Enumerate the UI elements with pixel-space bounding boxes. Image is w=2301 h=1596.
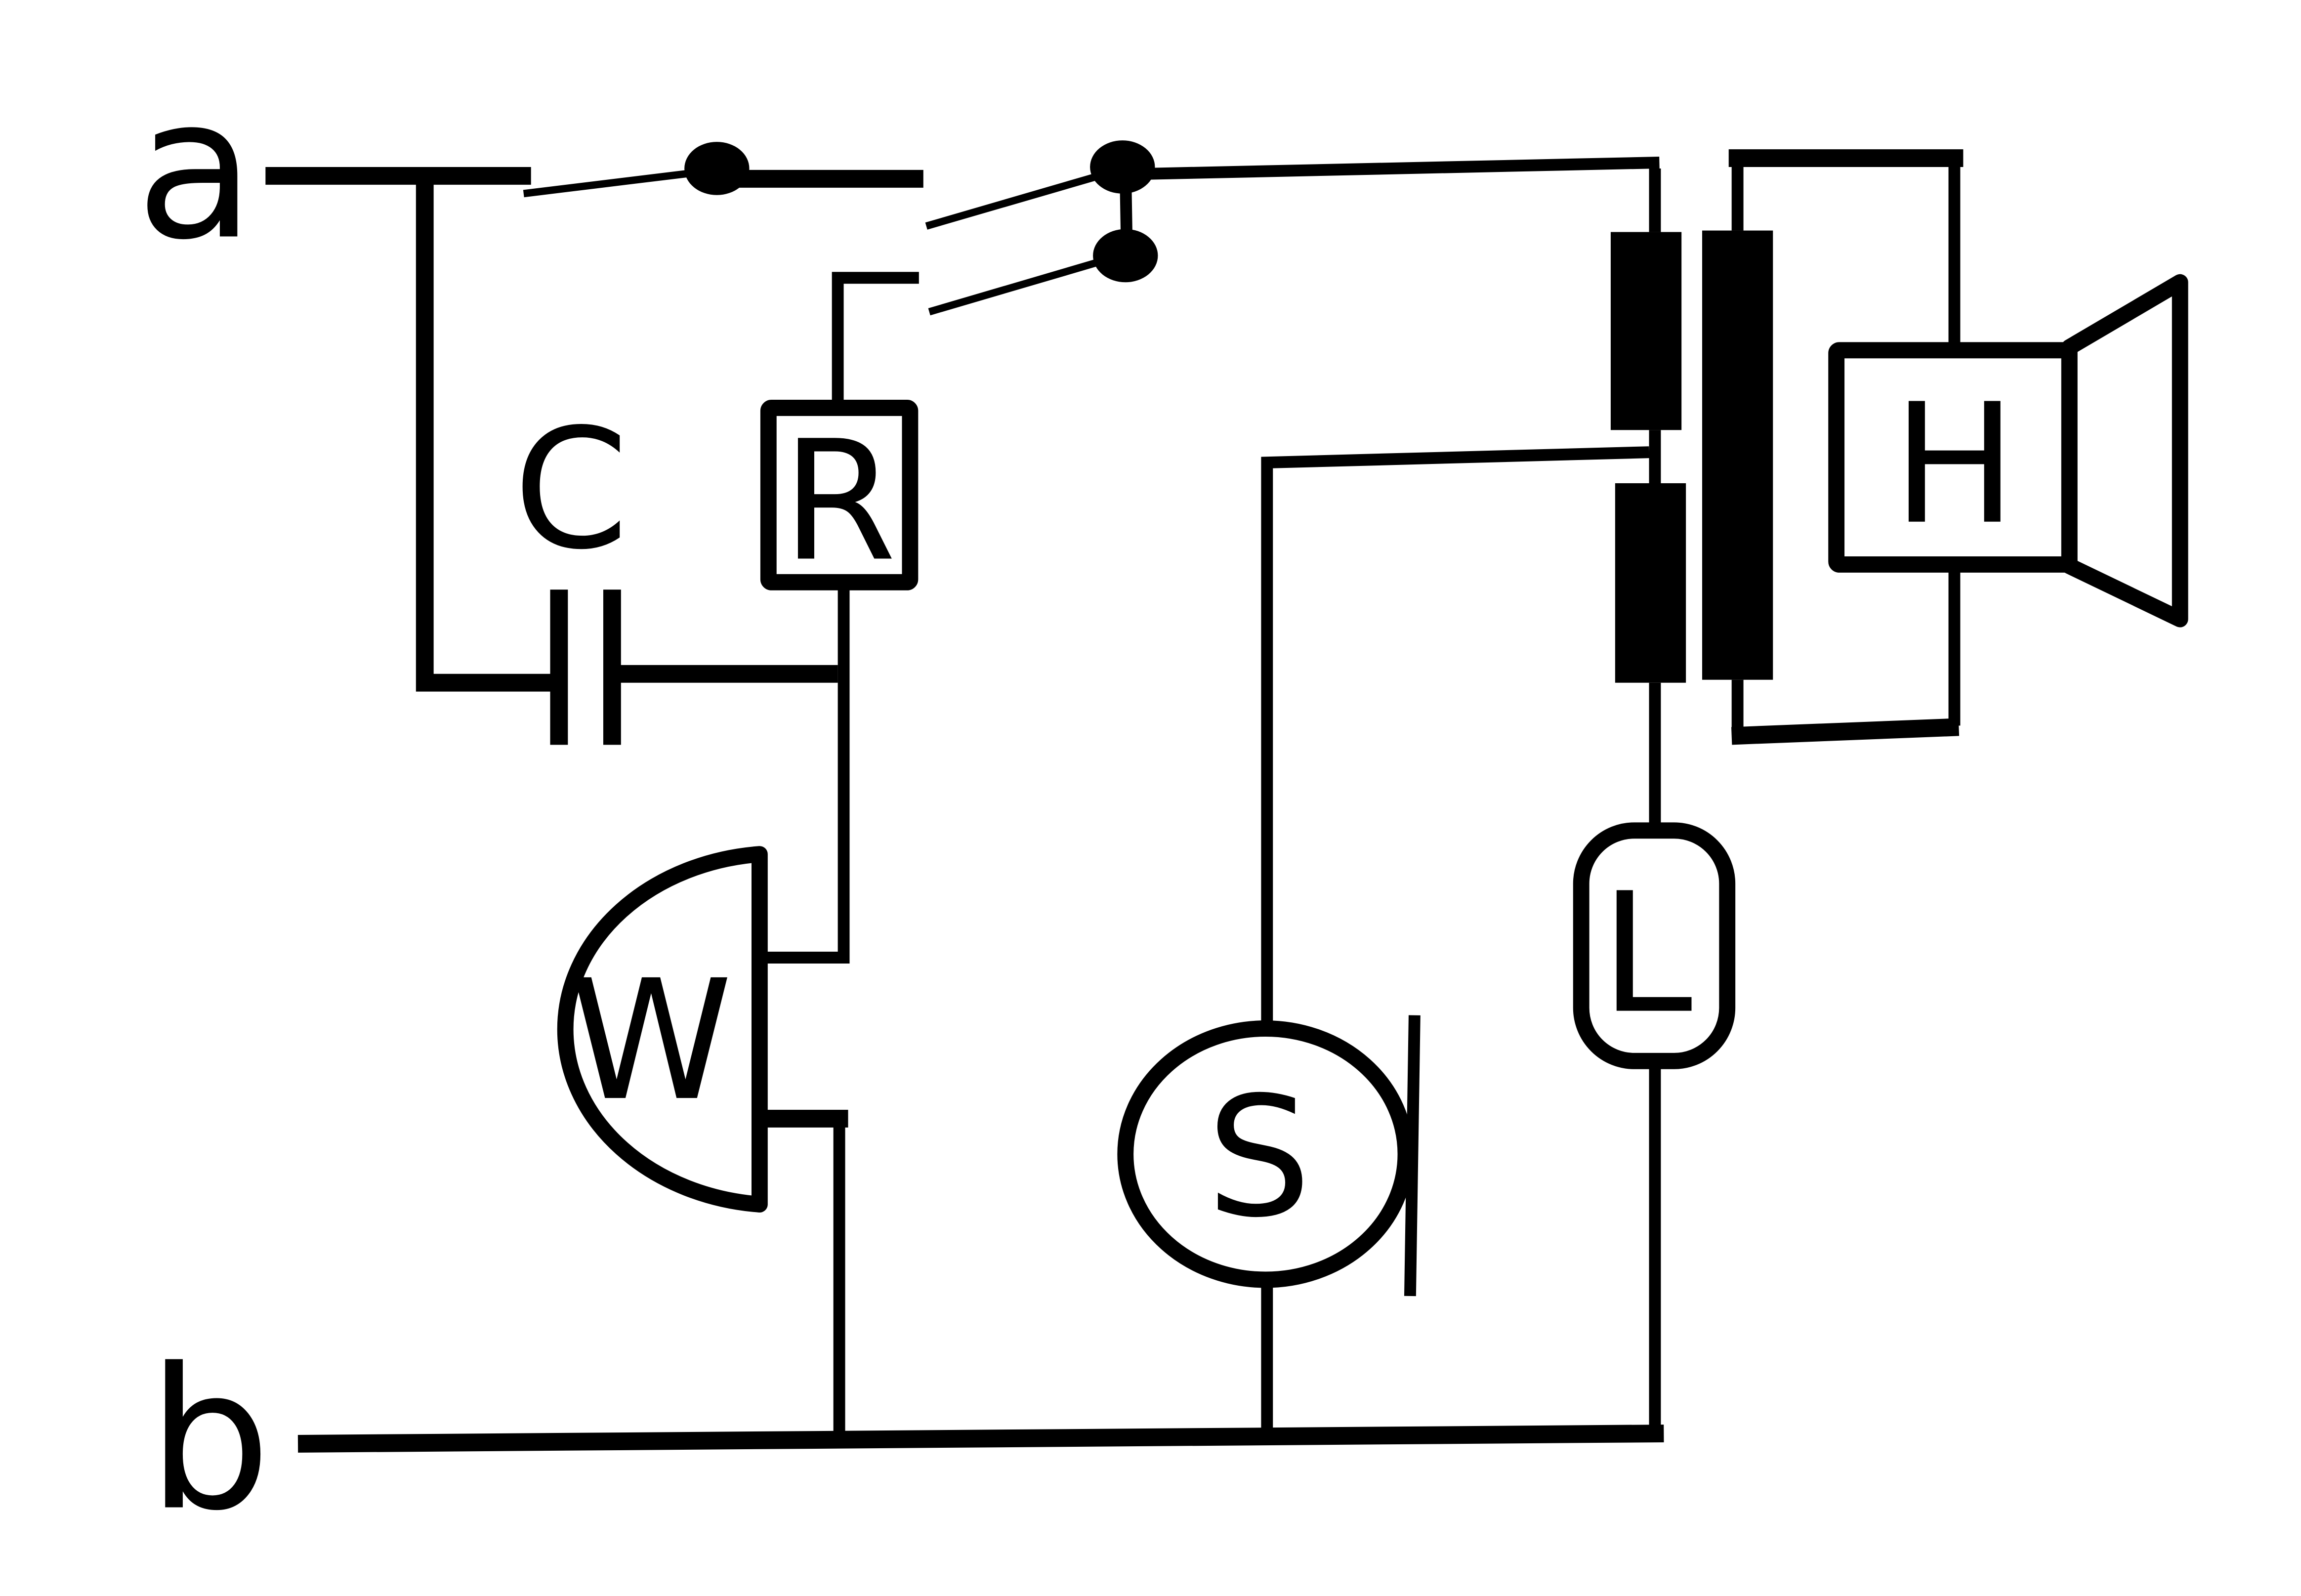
wire-tap-to-source xyxy=(1261,446,1649,1023)
meter-w: W xyxy=(557,846,848,1436)
resistor: R xyxy=(760,272,919,964)
primary-coil-upper xyxy=(1610,232,1682,430)
switch-pivot-node xyxy=(684,142,750,195)
load-l-label: L xyxy=(1600,857,1693,1050)
resistor-label: R xyxy=(782,405,896,597)
load-l: L xyxy=(1573,682,1736,1436)
switch-lever[interactable] xyxy=(523,169,694,198)
wire-top xyxy=(1122,157,1660,180)
switch-lever-lower[interactable] xyxy=(928,258,1102,316)
speaker-cone-icon xyxy=(2061,274,2188,628)
source-s-label: S xyxy=(1207,1061,1311,1254)
switch-double[interactable] xyxy=(925,140,1158,316)
wire-terminal-b xyxy=(297,1425,1664,1453)
wire-resistor-to-meter xyxy=(764,582,850,964)
primary-coil-lower xyxy=(1615,483,1686,683)
transformer xyxy=(1610,230,1773,683)
transformer-core xyxy=(1702,230,1773,680)
secondary-circuit xyxy=(1728,149,1964,745)
wire-switch-to-resistor xyxy=(832,272,919,408)
meter-w-body xyxy=(557,846,768,1213)
terminal-a-label: a xyxy=(136,56,255,283)
switch-lever-upper[interactable] xyxy=(925,172,1100,230)
terminal-b-label: b xyxy=(148,1327,271,1554)
speaker-label: H xyxy=(1892,368,2016,560)
speaker: H xyxy=(1828,274,2188,628)
source-s: S xyxy=(1117,1015,1421,1436)
switch-single[interactable] xyxy=(523,142,923,198)
switch-node-upper xyxy=(1090,140,1155,194)
capacitor: C xyxy=(513,393,838,745)
meter-w-label: W xyxy=(569,944,733,1137)
capacitor-label: C xyxy=(513,393,628,586)
wire-terminal-a xyxy=(265,167,561,692)
source-s-bar xyxy=(1404,1015,1421,1297)
switch-node-lower xyxy=(1093,229,1158,283)
